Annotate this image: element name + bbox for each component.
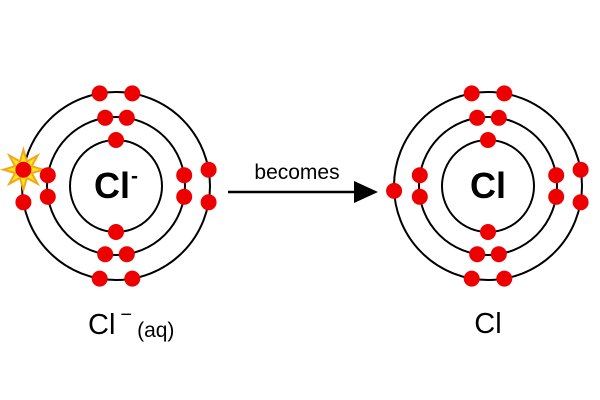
electron-dot [496, 85, 513, 102]
electron-dot [480, 132, 496, 148]
atom-chloride-ion [0, 85, 217, 287]
electron-dot [15, 161, 32, 178]
caption-charge: − [120, 304, 132, 326]
electron-dot [200, 161, 217, 178]
becomes-label: becomes [254, 161, 339, 184]
nucleus-label-chloride-ion: Cl- [94, 165, 138, 206]
electron-dot [108, 132, 124, 148]
electron-dot [572, 161, 589, 178]
arrow-head-icon [354, 181, 378, 203]
caption-symbol: Cl [474, 308, 501, 340]
electron-dot [91, 270, 108, 287]
electron-dot [548, 167, 565, 184]
electron-dot [463, 270, 480, 287]
electron-dot [469, 109, 486, 126]
electron-dot [411, 188, 428, 205]
electron-dot [118, 109, 135, 126]
electron-dot [411, 167, 428, 184]
caption-symbol: Cl [88, 309, 115, 341]
electron-dot [548, 188, 565, 205]
caption-state: (aq) [137, 319, 174, 342]
nucleus-charge: - [131, 165, 138, 188]
electron-dot [463, 85, 480, 102]
electron-dot [490, 246, 507, 263]
electron-dot [200, 194, 217, 211]
electron-dot [386, 182, 403, 199]
nucleus-label-chlorine: Cl [470, 165, 506, 206]
caption-chloride-ion: Cl−(aq) [88, 304, 174, 342]
electron-dot [490, 109, 507, 126]
electron-dot [124, 85, 141, 102]
electron-dot [97, 109, 114, 126]
electron-dot [124, 270, 141, 287]
electron-dot [39, 167, 56, 184]
electron-dot [15, 194, 32, 211]
electron-dot [108, 224, 124, 240]
electron-shell-circle [46, 116, 186, 256]
electron-shell-circle [418, 116, 558, 256]
becomes-arrow [228, 181, 378, 203]
electron-dot [469, 246, 486, 263]
electron-dot [176, 167, 193, 184]
electron-dot [480, 224, 496, 240]
electron-dot [496, 270, 513, 287]
nucleus-symbol: Cl [470, 165, 506, 206]
atom-chlorine [386, 85, 589, 287]
electron-dot [572, 194, 589, 211]
electron-dot [97, 246, 114, 263]
electron-dot [91, 85, 108, 102]
caption-chlorine: Cl [474, 308, 501, 340]
nucleus-symbol: Cl [94, 165, 130, 206]
electron-dot [118, 246, 135, 263]
electron-dot [176, 188, 193, 205]
electron-dot [39, 188, 56, 205]
